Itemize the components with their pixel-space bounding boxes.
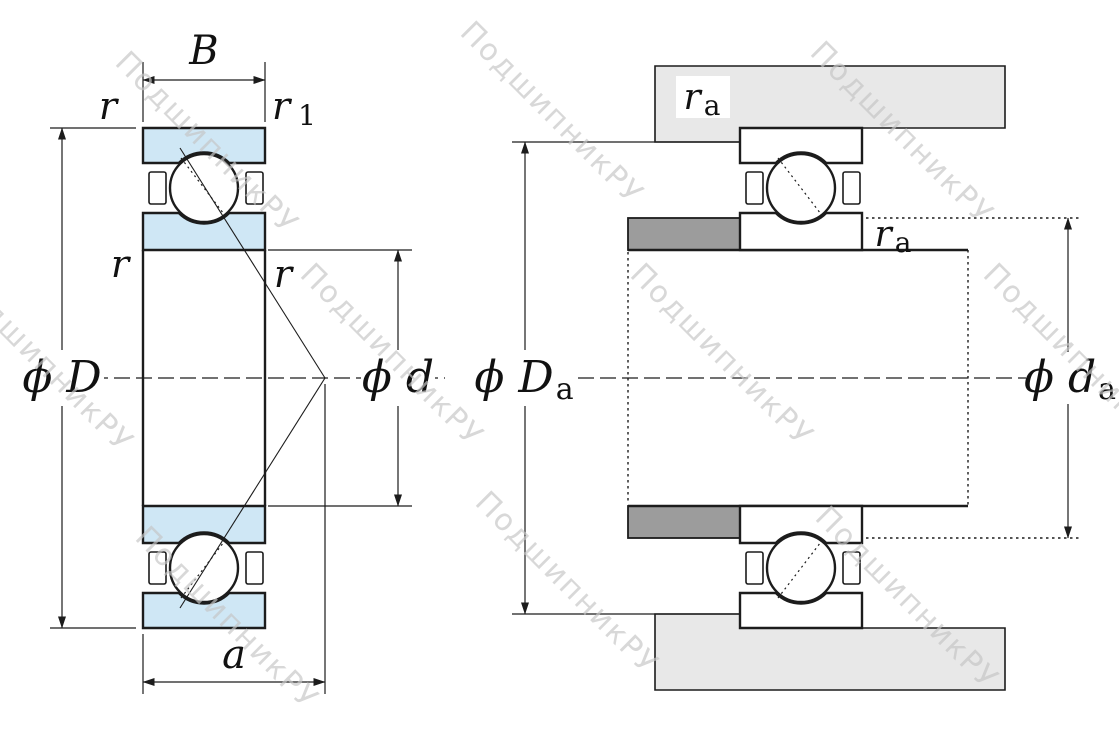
watermark-text: ПодшипникРУ: [623, 257, 820, 454]
label-width-B: B: [188, 28, 218, 74]
label-bore-diameter: ϕ d: [362, 352, 434, 403]
dimension-bore-diameter: ϕ d: [268, 249, 435, 507]
bearing-section-top: [738, 126, 864, 252]
label-background: [476, 350, 574, 406]
shaft-shoulder-bottom: [627, 505, 741, 539]
watermark-text: ПодшипникРУ: [293, 257, 490, 454]
dimension-shaft-abutment-diameter: ϕ da: [866, 217, 1116, 539]
label-background: [1026, 352, 1116, 404]
label-housing-abutment-diameter: ϕ Da: [474, 352, 573, 407]
label-shaft-abutment-diameter: ϕ da: [1024, 352, 1116, 407]
dimension-B: B: [142, 28, 266, 122]
label-fillet-r-top-left: r: [99, 84, 120, 128]
dimension-pressure-center: a: [142, 384, 326, 694]
label-fillet-r-mid-right: r: [274, 252, 295, 296]
label-offset-a: a: [222, 632, 246, 678]
watermark-text: ПодшипникРУ: [453, 15, 650, 212]
contact-line-top: [179, 147, 326, 379]
shaft-shoulder-top: [627, 217, 741, 251]
label-background: [20, 350, 104, 406]
label-outer-diameter: ϕ D: [22, 352, 101, 403]
contact-line-bottom: [179, 377, 326, 609]
label-background: [361, 350, 435, 406]
dimension-outer-diameter: ϕ D: [20, 127, 136, 629]
svg-text:ra: ra: [684, 77, 721, 122]
dimension-housing-abutment-diameter: ϕ Da: [474, 141, 740, 615]
label-background: [676, 76, 730, 118]
label-fillet-r-mid-left: r: [111, 242, 132, 286]
